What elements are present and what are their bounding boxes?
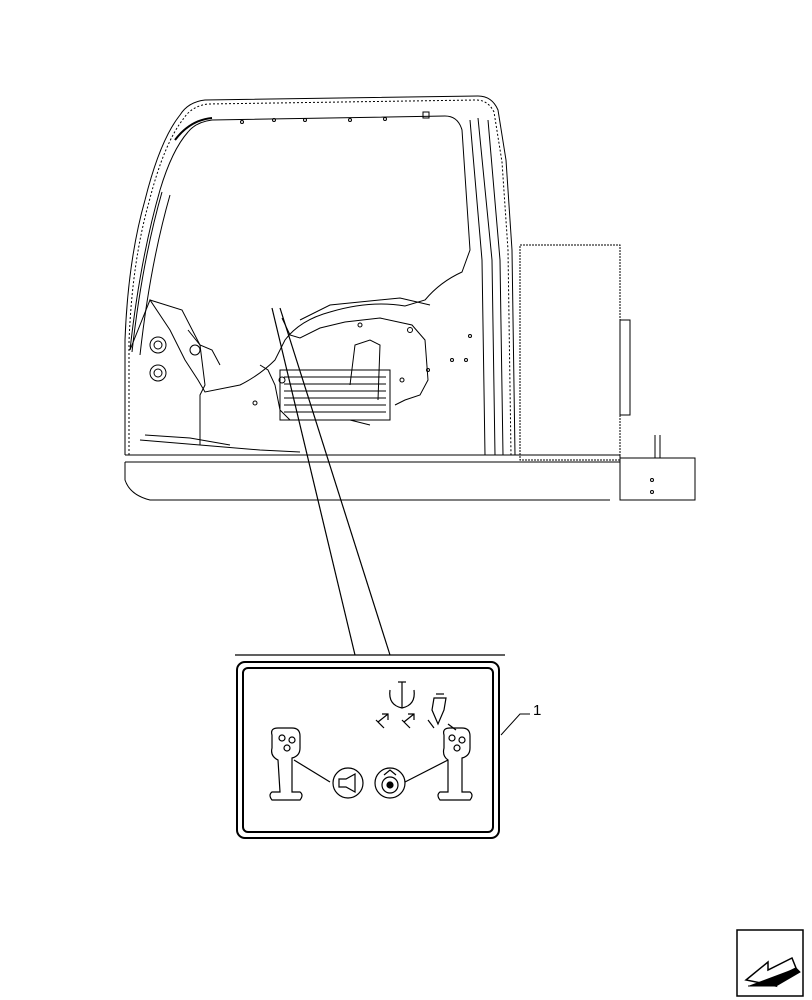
bucket-rotation-icon bbox=[375, 681, 415, 729]
callout-label: 1 bbox=[533, 702, 541, 719]
right-joystick-icon bbox=[404, 727, 473, 801]
left-joystick-icon bbox=[269, 727, 331, 801]
detail-leader-lines bbox=[235, 307, 505, 656]
next-page-arrow-icon[interactable] bbox=[736, 929, 804, 997]
excavator-cab-outline bbox=[124, 95, 696, 501]
joystick-control-decal bbox=[236, 661, 500, 839]
callout-1: 1 bbox=[500, 702, 541, 736]
mode-switch-icon bbox=[374, 767, 406, 799]
breaker-tool-icon bbox=[427, 693, 457, 731]
cooler-block bbox=[279, 339, 391, 421]
horn-icon bbox=[332, 767, 364, 799]
